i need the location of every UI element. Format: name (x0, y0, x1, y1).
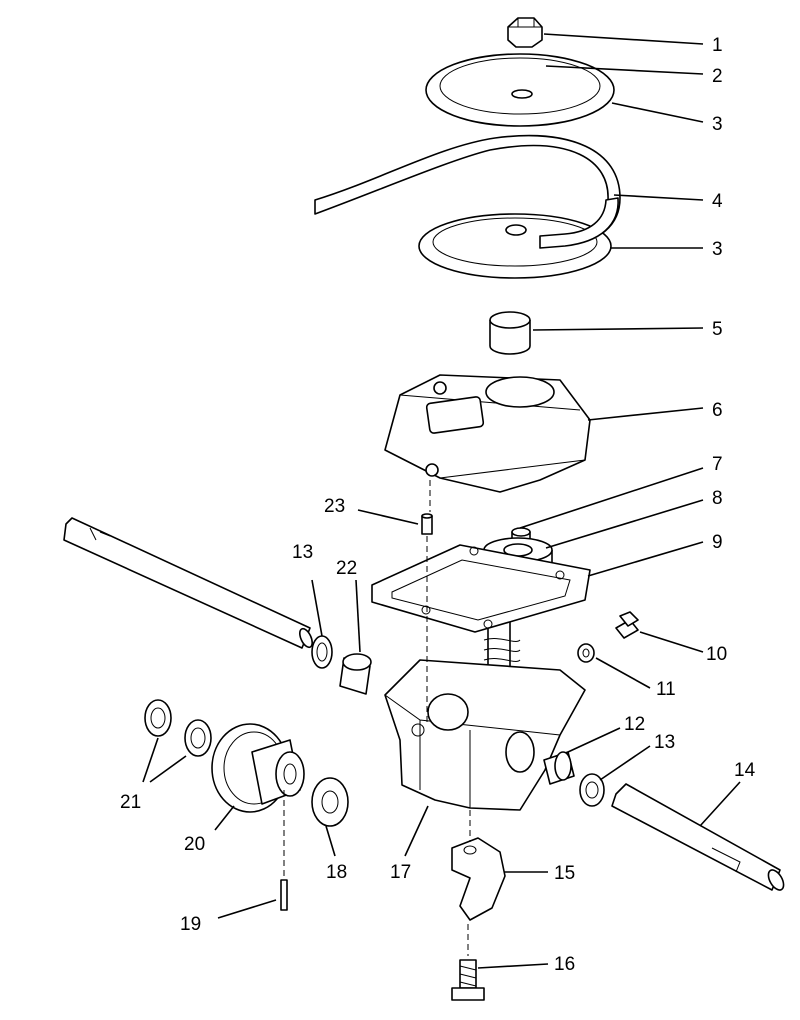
part-axle-shaft-right (611, 783, 785, 891)
part-gear-washer (311, 777, 349, 827)
part-spur-gear (211, 723, 305, 813)
callout-21: 21 (120, 792, 141, 813)
part-screw (615, 611, 639, 639)
part-disc-washer-lower (418, 197, 619, 279)
leader-lines (142, 33, 741, 969)
callout-10: 10 (706, 644, 727, 665)
part-bolt (451, 959, 485, 1001)
callout-16: 16 (554, 954, 575, 975)
callout-20: 20 (184, 834, 205, 855)
callout-13-left: 13 (292, 542, 313, 563)
part-bracket (451, 837, 506, 921)
part-small-washer (577, 643, 595, 663)
part-axle-shaft-left (63, 517, 313, 649)
callout-3-upper: 3 (712, 114, 723, 135)
callout-14: 14 (734, 760, 756, 781)
callout-7: 7 (712, 454, 723, 475)
part-bushing-left (339, 653, 372, 695)
callout-19: 19 (180, 914, 201, 935)
part-thrust-washer-left (311, 635, 333, 669)
callout-5: 5 (712, 319, 723, 340)
callout-18: 18 (326, 862, 347, 883)
callout-labels: 1 2 3 4 3 5 6 7 8 9 10 11 12 13 14 15 16… (120, 35, 756, 975)
callout-3-lower: 3 (712, 239, 723, 260)
part-thrust-washer-right (579, 773, 605, 807)
callout-6: 6 (712, 400, 723, 421)
part-gearbox-housing (384, 659, 586, 811)
part-disc-washer-upper (425, 53, 615, 127)
callout-11: 11 (656, 679, 676, 700)
callout-4: 4 (712, 191, 723, 212)
part-washers-pair (144, 699, 212, 757)
callout-2: 2 (712, 66, 723, 87)
callout-9: 9 (712, 532, 723, 553)
assembly-guide-lines (283, 480, 471, 956)
part-bushing (489, 311, 531, 355)
callout-15: 15 (554, 863, 575, 884)
part-dowel-pin (421, 513, 433, 535)
part-bushing-right (543, 751, 575, 785)
callout-23: 23 (324, 496, 345, 517)
callout-12: 12 (624, 714, 645, 735)
callout-8: 8 (712, 488, 723, 509)
callout-1: 1 (712, 35, 723, 56)
part-roll-pin (280, 879, 288, 911)
part-gearbox-cover (384, 374, 591, 493)
callout-22: 22 (336, 558, 357, 579)
part-hex-nut (507, 17, 543, 48)
callout-13-right: 13 (654, 732, 675, 753)
part-gasket (371, 544, 591, 633)
callout-17: 17 (390, 862, 411, 883)
